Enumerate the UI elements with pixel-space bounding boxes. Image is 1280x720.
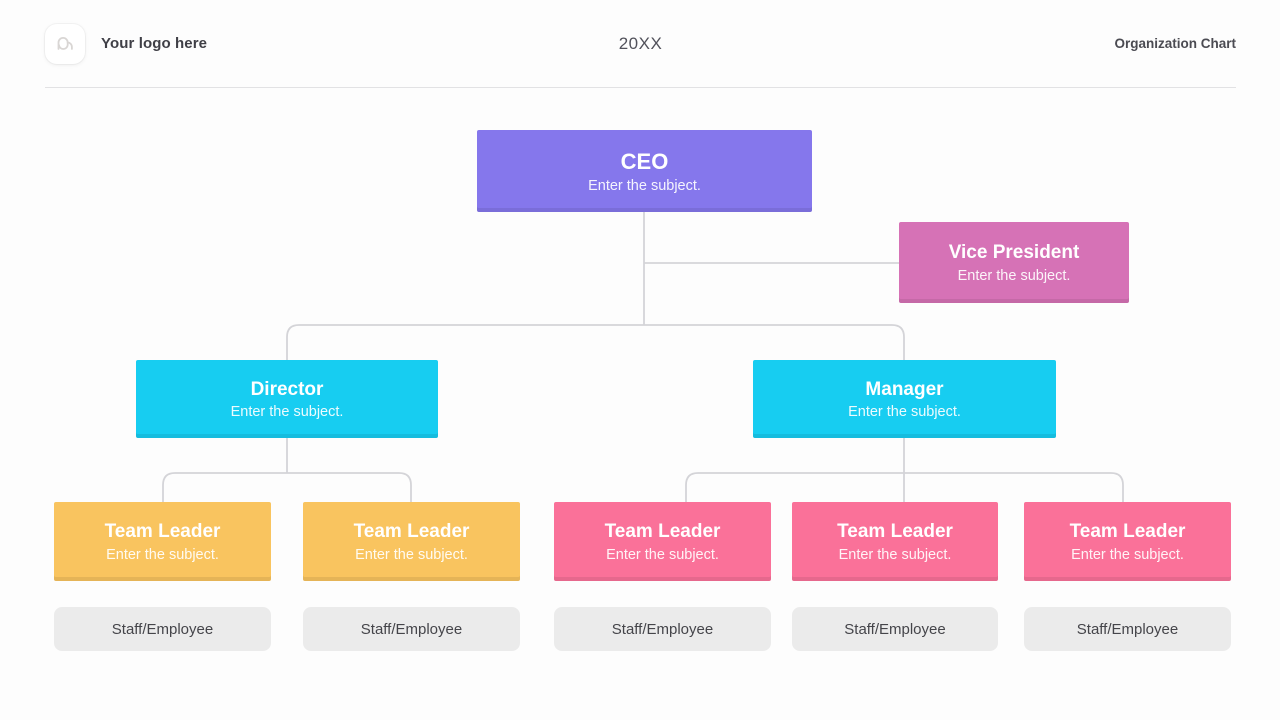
node-title: CEO xyxy=(620,148,669,174)
logo-text: Your logo here xyxy=(101,35,208,52)
node-title: Manager xyxy=(865,378,944,400)
header: Your logo here 20XX Organization Chart xyxy=(45,0,1236,87)
org-node-staff-2[interactable]: Staff/Employee xyxy=(303,607,520,651)
logo: Your logo here xyxy=(45,23,425,64)
node-subtitle: Enter the subject. xyxy=(1071,546,1184,563)
node-subtitle: Enter the subject. xyxy=(957,267,1071,284)
node-title: Team Leader xyxy=(1069,521,1186,543)
node-subtitle: Enter the subject. xyxy=(230,404,344,421)
org-node-team-leader-2[interactable]: Team Leader Enter the subject. xyxy=(303,502,520,581)
node-title: Team Leader xyxy=(837,521,953,543)
org-node-team-leader-5[interactable]: Team Leader Enter the subject. xyxy=(1024,502,1231,581)
org-node-director[interactable]: Director Enter the subject. xyxy=(136,360,438,438)
node-title: Director xyxy=(250,378,324,400)
node-title: Vice President xyxy=(948,242,1080,264)
org-node-staff-5[interactable]: Staff/Employee xyxy=(1024,607,1231,651)
node-subtitle: Enter the subject. xyxy=(606,546,719,563)
org-node-vice-president[interactable]: Vice President Enter the subject. xyxy=(899,222,1129,303)
node-title: Team Leader xyxy=(604,521,721,543)
node-title: Team Leader xyxy=(353,521,470,543)
header-divider xyxy=(45,87,1236,88)
node-subtitle: Enter the subject. xyxy=(848,404,961,421)
org-node-team-leader-1[interactable]: Team Leader Enter the subject. xyxy=(54,502,271,581)
org-node-manager[interactable]: Manager Enter the subject. xyxy=(753,360,1056,438)
node-subtitle: Enter the subject. xyxy=(588,178,701,195)
org-node-team-leader-4[interactable]: Team Leader Enter the subject. xyxy=(792,502,998,581)
logo-m-icon xyxy=(45,23,85,64)
node-subtitle: Enter the subject. xyxy=(106,546,219,563)
node-title: Team Leader xyxy=(104,521,221,543)
node-subtitle: Enter the subject. xyxy=(838,546,952,563)
node-subtitle: Enter the subject. xyxy=(355,546,468,563)
header-title: Organization Chart xyxy=(1114,36,1236,51)
header-year: 20XX xyxy=(618,33,663,53)
org-node-staff-3[interactable]: Staff/Employee xyxy=(554,607,771,651)
org-node-staff-4[interactable]: Staff/Employee xyxy=(792,607,998,651)
org-node-team-leader-3[interactable]: Team Leader Enter the subject. xyxy=(554,502,771,581)
org-node-staff-1[interactable]: Staff/Employee xyxy=(54,607,271,651)
org-node-ceo[interactable]: CEO Enter the subject. xyxy=(477,130,812,212)
